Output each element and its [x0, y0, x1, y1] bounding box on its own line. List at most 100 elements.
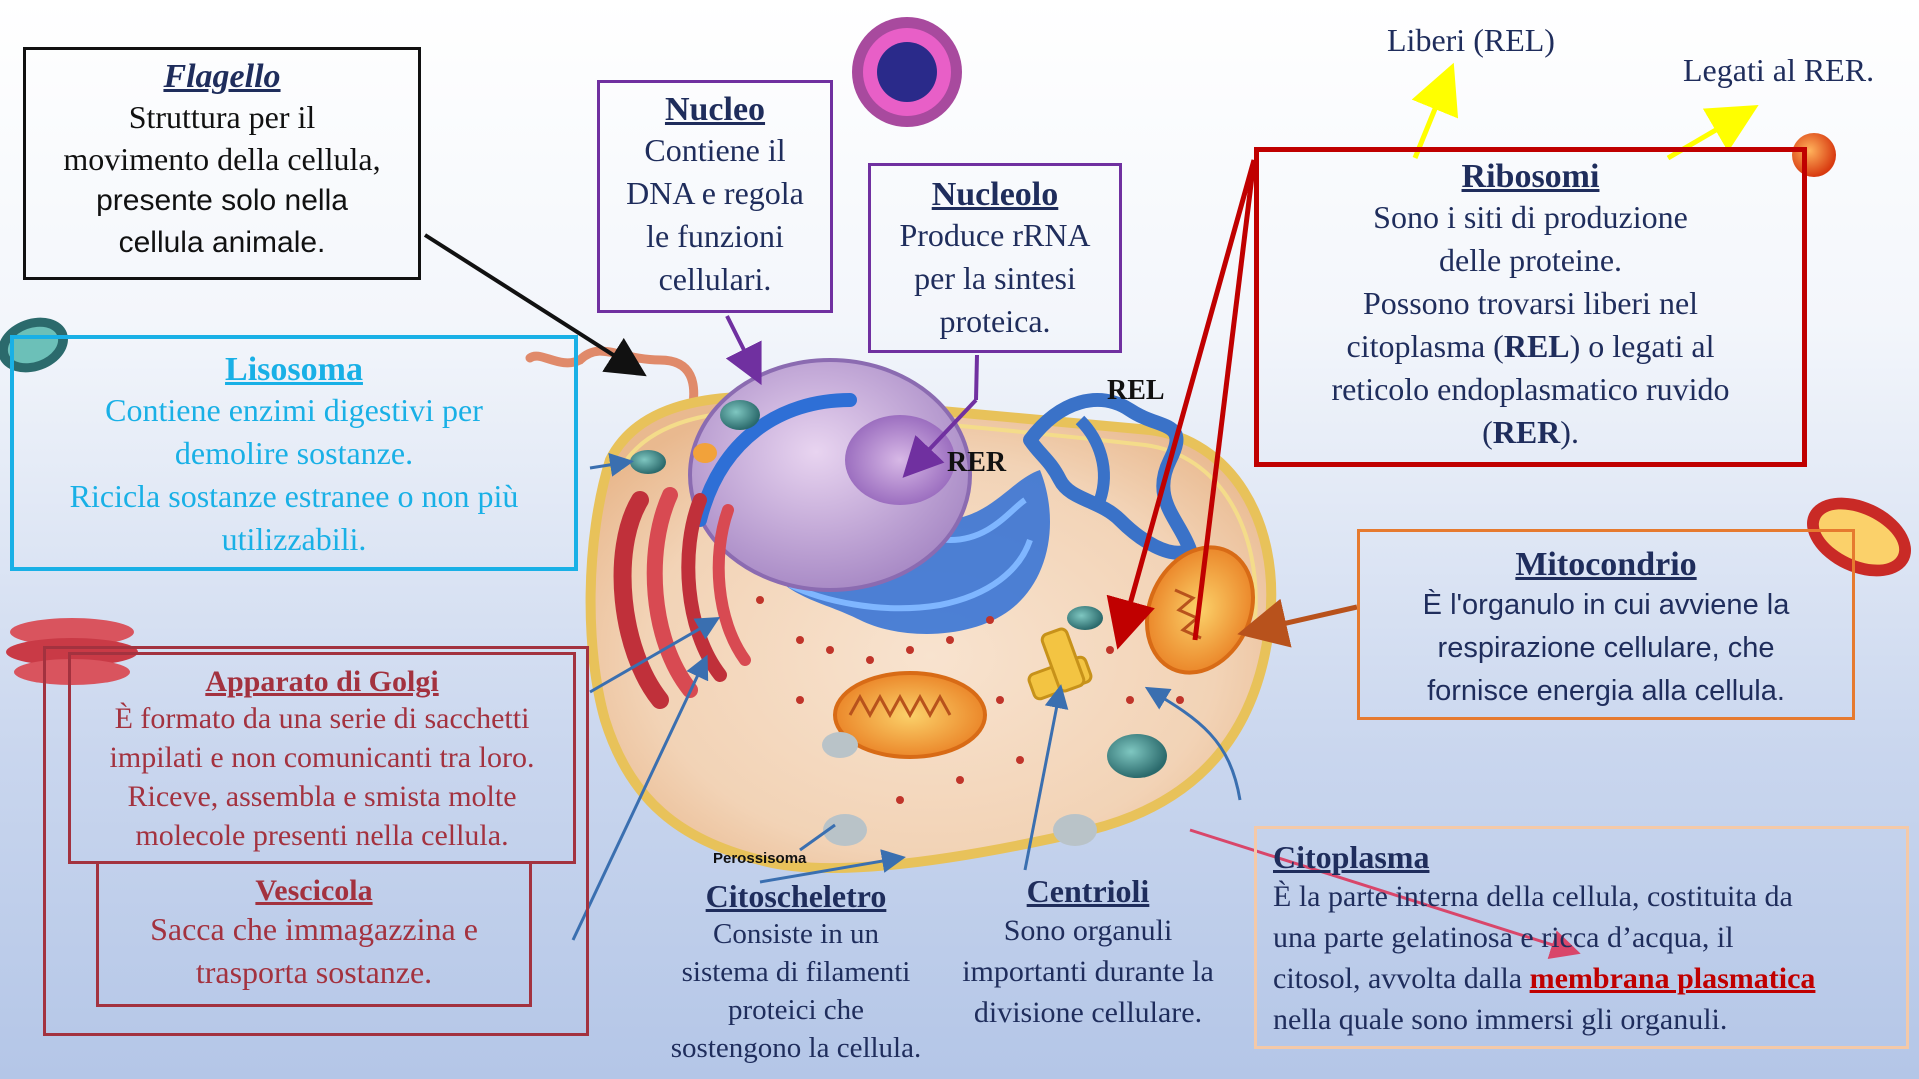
membrana-plasmatica-text: membrana plasmatica: [1529, 962, 1816, 995]
ribosomi-line-6-a: (: [1482, 414, 1493, 450]
vescicola-box: Vescicola Sacca che immagazzina e traspo…: [96, 861, 532, 1007]
nucleolo-line-3: proteica.: [939, 303, 1051, 339]
ribosomi-line-4-a: citoplasma (: [1346, 328, 1504, 364]
citoscheletro-line-2: sistema di filamenti: [681, 956, 911, 988]
citoplasma-line-2: una parte gelatinosa e ricca d’acqua, il: [1273, 921, 1734, 954]
vesicle-shape-3: [1067, 606, 1103, 630]
perossisoma-label: Perossisoma: [713, 850, 807, 867]
ribosomi-title: Ribosomi: [1461, 158, 1600, 195]
mitocondrio-line-2: respirazione cellulare, che: [1437, 632, 1775, 664]
ribosomi-line-2: delle proteine.: [1438, 242, 1623, 278]
citoscheletro-block: Citoscheletro Consiste in un sistema di …: [650, 878, 942, 1067]
golgi-line-4: molecole presenti nella cellula.: [135, 819, 509, 852]
nucleo-arrow: [725, 315, 762, 386]
lisosoma-box: Lisosoma Contiene enzimi digestivi per d…: [10, 335, 578, 571]
mitocondrio-arrow: [1237, 598, 1358, 648]
citoplasma-title: Citoplasma: [1273, 839, 1430, 875]
vesicle-arrow: [1144, 686, 1242, 801]
nucleus-thumbnail-icon: [852, 17, 962, 127]
citoplasma-line-3: citosol, avvolta dalla membrana plasmati…: [1273, 958, 1906, 999]
ribosomi-line-3: Possono trovarsi liberi nel: [1362, 285, 1699, 321]
mitocondrio-line-1: È l'organulo in cui avviene la: [1422, 589, 1790, 621]
centrioli-line-2: importanti durante la: [962, 955, 1214, 988]
ribosomi-rer-bold: RER: [1492, 414, 1561, 450]
citoscheletro-title: Citoscheletro: [705, 878, 887, 914]
centrioli-block: Centrioli Sono organuli importanti duran…: [938, 873, 1238, 1033]
nucleo-line-4: cellulari.: [658, 261, 772, 297]
centrioli-title: Centrioli: [1026, 873, 1150, 909]
liberi-arrow: [1411, 62, 1459, 159]
centrioli-line-3: divisione cellulare.: [973, 996, 1203, 1029]
golgi-title: Apparato di Golgi: [205, 665, 439, 698]
liberi-label: Liberi (REL): [1387, 22, 1555, 58]
nucleolo-box: Nucleolo Produce rRNA per la sintesi pro…: [868, 163, 1122, 353]
nucleolo-line-2: per la sintesi: [914, 260, 1076, 296]
ribosomi-box: Ribosomi Sono i siti di produzione delle…: [1254, 147, 1807, 467]
centrioli-line-1: Sono organuli: [1003, 914, 1173, 947]
vescicola-line-2: trasporta sostanze.: [195, 954, 433, 990]
citoplasma-line-4: nella quale sono immersi gli organuli.: [1273, 1003, 1728, 1036]
golgi-group-frame: [43, 646, 589, 1036]
citoplasma-box: Citoplasma È la parte interna della cell…: [1254, 826, 1909, 1049]
lisosoma-arrow: [589, 452, 634, 477]
lisosoma-line-2: demolire sostanze.: [174, 435, 414, 471]
flagello-arrow: [423, 233, 647, 377]
vescicola-arrow: [571, 654, 709, 941]
flagello-title: Flagello: [163, 58, 281, 95]
ribosomi-line-4-c: ) o legati al: [1569, 328, 1715, 364]
ribosomi-line-6: (RER).: [1259, 411, 1802, 454]
flagello-line-4: cellula animale.: [118, 226, 326, 259]
ribosomi-arrow-2: [1192, 159, 1257, 641]
vesicle-shape-2: [1107, 734, 1167, 778]
golgi-line-1: È formato da una serie di sacchetti: [114, 702, 530, 735]
nucleo-line-2: DNA e regola: [626, 175, 804, 211]
flagello-box: Flagello Struttura per il movimento dell…: [23, 47, 421, 280]
nucleo-line-1: Contiene il: [644, 132, 786, 168]
ribosomi-arrow-1: [1106, 159, 1257, 650]
mitochondrion-thumbnail-icon: [1807, 497, 1911, 577]
ribosomi-rel-bold: REL: [1503, 328, 1570, 364]
citoscheletro-line-1: Consiste in un: [713, 918, 879, 950]
ribosomi-line-4: citoplasma (REL) o legati al: [1259, 325, 1802, 368]
nucleo-box: Nucleo Contiene il DNA e regola le funzi…: [597, 80, 833, 313]
rer-label: RER: [947, 447, 1007, 478]
flagello-line-1: Struttura per il: [128, 99, 316, 135]
golgi-box: Apparato di Golgi È formato da una serie…: [68, 652, 576, 864]
golgi-arrow: [589, 617, 721, 694]
mitocondrio-title: Mitocondrio: [1515, 546, 1697, 583]
legati-label: Legati al RER.: [1683, 52, 1875, 88]
centrioli-arrow: [1023, 684, 1069, 871]
nucleolus-shape: [845, 415, 955, 505]
lysosome-shape: [720, 400, 760, 430]
lisosoma-line-1: Contiene enzimi digestivi per: [105, 392, 483, 428]
rel-label: REL: [1107, 375, 1165, 406]
rel-shape: [1023, 393, 1197, 560]
vescicola-title: Vescicola: [255, 874, 373, 907]
nucleo-title: Nucleo: [664, 91, 766, 128]
perossisoma-arrow: [799, 823, 836, 852]
vesicle-shape-1: [630, 450, 666, 474]
vescicola-line-1: Sacca che immagazzina e: [150, 911, 478, 947]
golgi-line-3: Riceve, assembla e smista molte: [127, 780, 517, 813]
lisosoma-line-3: Ricicla sostanze estranee o non più: [69, 478, 519, 514]
citoscheletro-line-3: proteici che: [727, 994, 865, 1026]
ribosomi-line-1: Sono i siti di produzione: [1373, 199, 1688, 235]
ribosomi-line-5: reticolo endoplasmatico ruvido: [1331, 371, 1730, 407]
nucleolo-arrow: [974, 354, 979, 401]
citoplasma-line-3-a: citosol, avvolta dalla: [1273, 962, 1530, 995]
lisosoma-title: Lisosoma: [225, 351, 363, 388]
citoscheletro-line-4: sostengono la cellula.: [670, 1032, 922, 1064]
flagello-line-2: movimento della cellula,: [63, 141, 381, 177]
mitocondrio-line-3: fornisce energia alla cellula.: [1427, 675, 1785, 707]
golgi-line-2: impilati e non comunicanti tra loro.: [109, 741, 535, 774]
ribosomi-line-6-c: ).: [1560, 414, 1579, 450]
centrioles-shape: [1027, 627, 1093, 701]
golgi-shape: [613, 487, 751, 709]
citoplasma-line-1: È la parte interna della cellula, costit…: [1273, 880, 1793, 913]
citoscheletro-arrow: [759, 849, 906, 884]
nucleolo-title: Nucleolo: [931, 176, 1059, 213]
nucleo-line-3: le funzioni: [646, 218, 784, 254]
flagello-line-3: presente solo nella: [96, 184, 348, 217]
mitocondrio-box: Mitocondrio È l'organulo in cui avviene …: [1357, 529, 1855, 720]
